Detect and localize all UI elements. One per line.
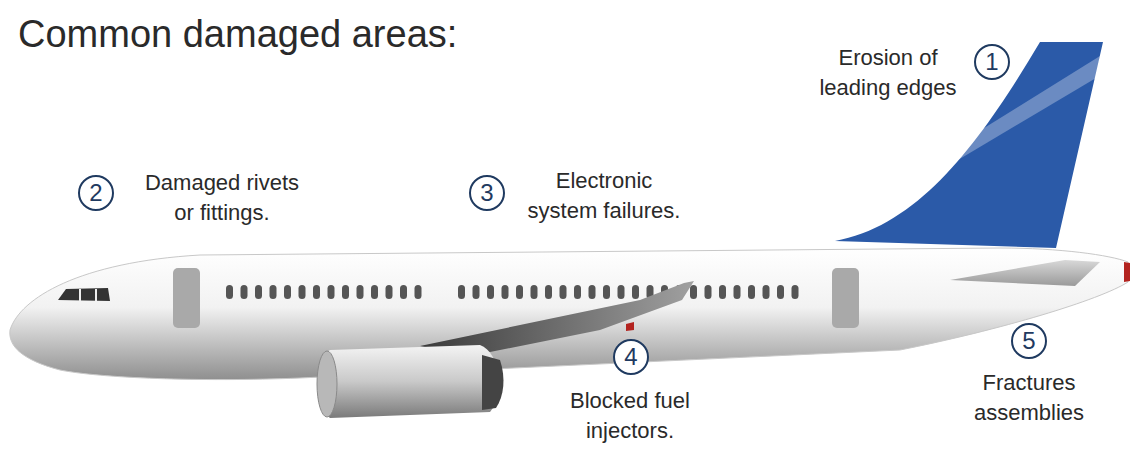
fuselage — [10, 248, 1128, 380]
cabin-window — [632, 285, 639, 299]
cabin-window — [270, 285, 277, 299]
cabin-window — [516, 285, 523, 299]
wing-tip-light — [626, 322, 634, 331]
damage-description: Erosion of leading edges — [813, 43, 963, 103]
diagram-title: Common damaged areas: — [18, 12, 457, 56]
cabin-window — [226, 285, 233, 299]
cabin-window — [458, 285, 465, 299]
cabin-window — [531, 285, 538, 299]
window-row — [226, 285, 799, 299]
callout-number: 1 — [985, 50, 998, 74]
cabin-window — [400, 285, 407, 299]
cabin-window — [255, 285, 262, 299]
cabin-window — [386, 285, 393, 299]
damage-description: Fractures assemblies — [954, 368, 1104, 428]
cabin-window — [487, 285, 494, 299]
cabin-window — [574, 285, 581, 299]
tail-light — [1124, 262, 1130, 282]
wing — [420, 281, 694, 356]
cabin-window — [357, 285, 364, 299]
engine-intake — [317, 351, 337, 417]
cabin-window — [342, 285, 349, 299]
tail-fin — [835, 42, 1103, 248]
callout-number: 2 — [89, 181, 102, 205]
callout-number: 3 — [480, 181, 493, 205]
callout-circle: 3 — [469, 175, 505, 211]
cabin-window — [545, 285, 552, 299]
front-door — [173, 268, 200, 328]
cabin-window — [299, 285, 306, 299]
cockpit-windows — [58, 288, 110, 301]
cabin-window — [473, 285, 480, 299]
cabin-window — [777, 285, 784, 299]
cabin-window — [792, 285, 799, 299]
rear-door — [832, 268, 859, 328]
damage-description: Electronic system failures. — [523, 166, 685, 226]
horizontal-stabilizer — [950, 260, 1100, 286]
cabin-window — [328, 285, 335, 299]
cabin-window — [284, 285, 291, 299]
cabin-window — [371, 285, 378, 299]
cabin-window — [618, 285, 625, 299]
cabin-window — [748, 285, 755, 299]
callout-number: 5 — [1022, 329, 1035, 353]
damage-description: Damaged rivets or fittings. — [139, 168, 305, 228]
engine-nacelle — [317, 345, 499, 418]
cabin-window — [734, 285, 741, 299]
cabin-window — [719, 285, 726, 299]
damage-description: Blocked fuel injectors. — [555, 386, 705, 446]
cabin-window — [241, 285, 248, 299]
cabin-window — [763, 285, 770, 299]
callout-circle: 2 — [78, 175, 114, 211]
cabin-window — [502, 285, 509, 299]
cabin-window — [603, 285, 610, 299]
cabin-window — [690, 285, 697, 299]
cabin-window — [589, 285, 596, 299]
cabin-window — [415, 285, 422, 299]
callout-circle: 1 — [974, 44, 1010, 80]
cabin-window — [560, 285, 567, 299]
engine-exhaust — [482, 355, 503, 410]
callout-number: 4 — [624, 345, 637, 369]
callout-circle: 5 — [1011, 323, 1047, 359]
cabin-window — [313, 285, 320, 299]
cabin-window — [705, 285, 712, 299]
callout-circle: 4 — [613, 339, 649, 375]
